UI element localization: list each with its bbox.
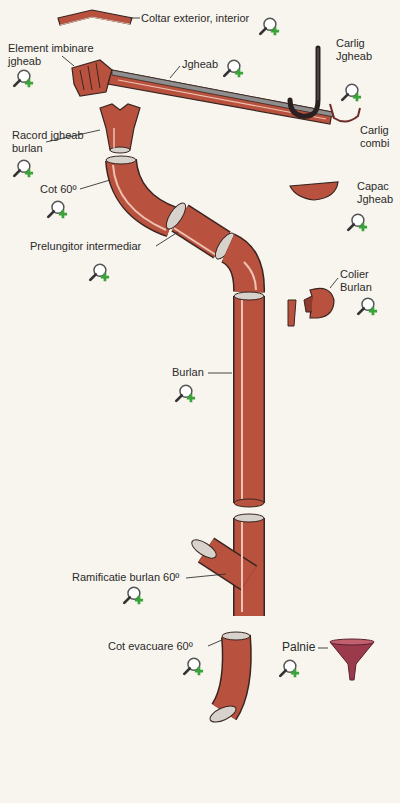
part-label: Jgheab: [182, 58, 242, 71]
joint-element: [72, 60, 112, 96]
part-label: Cot evacuare 60º: [108, 640, 228, 653]
part-label: Racord jgheab burlan: [12, 129, 94, 155]
part-label: Capac Jgheab: [357, 180, 400, 206]
part-label: Prelungitor intermediar: [30, 240, 160, 253]
pipe-clamp: [288, 288, 334, 326]
funnel: [330, 639, 374, 680]
leader-lines: [46, 18, 338, 648]
zoom-icons: [14, 18, 377, 677]
part-label: Carlig Jgheab: [336, 37, 398, 63]
combi-hook: [330, 104, 360, 122]
part-label: Colier Burlan: [340, 268, 390, 294]
part-label: Burlan: [172, 366, 232, 379]
gutter-hook: [290, 48, 318, 116]
corner-piece: [58, 10, 132, 25]
part-label: Ramificatie burlan 60º: [72, 571, 212, 584]
part-label: Coltar exterior, interior: [141, 12, 281, 25]
part-label: Cot 60º: [40, 183, 100, 196]
part-label: Carlig combi: [360, 124, 400, 150]
gutter-end-cap: [290, 182, 338, 200]
part-label: Palnie: [282, 641, 342, 654]
part-label: Element imbinare jgheab: [8, 42, 108, 68]
gutter-outlet: [100, 104, 140, 153]
